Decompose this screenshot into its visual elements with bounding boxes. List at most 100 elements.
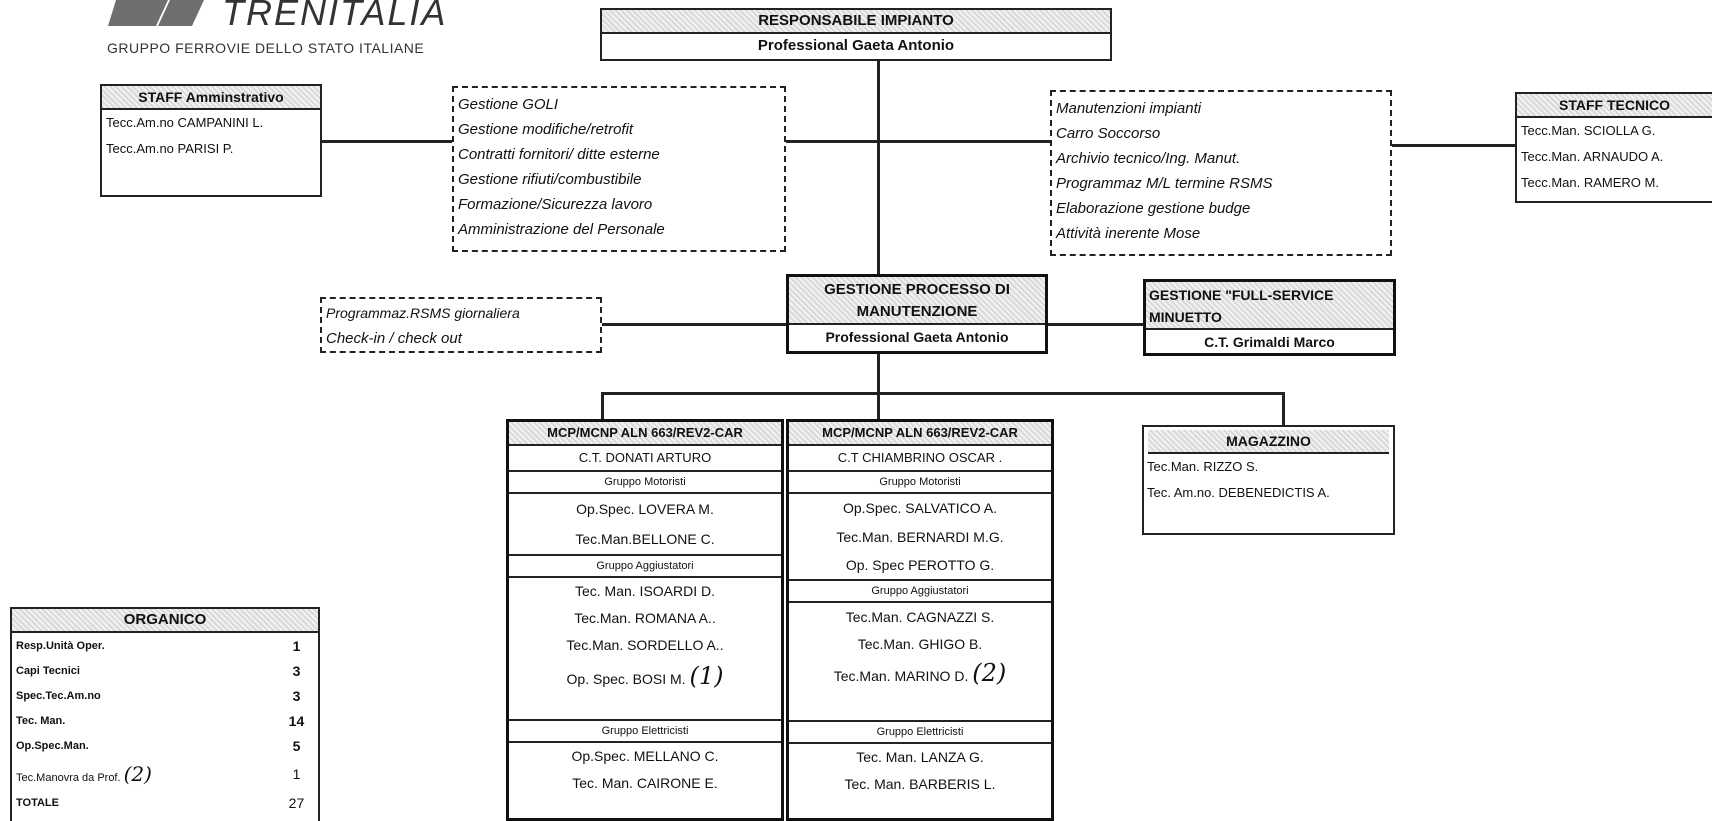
mcp1-title: MCP/MCNP ALN 663/REV2-CAR bbox=[509, 422, 781, 446]
mcp2-title: MCP/MCNP ALN 663/REV2-CAR bbox=[789, 422, 1051, 446]
mcp2-member: Op. Spec PEROTTO G. bbox=[845, 557, 995, 573]
organico-label: Op.Spec.Man. bbox=[16, 739, 89, 752]
connector-line bbox=[601, 392, 604, 419]
connector-line bbox=[877, 59, 880, 276]
connector-line bbox=[601, 323, 788, 326]
staff-tec-title: STAFF TECNICO bbox=[1517, 94, 1712, 118]
logo: TRENITALIA GRUPPO FERROVIE DELLO STATO I… bbox=[96, 0, 516, 60]
task-item: Programmaz.RSMS giornaliera bbox=[326, 305, 520, 321]
magazzino-box: MAGAZZINO Tec.Man. RIZZO S. Tec. Am.no. … bbox=[1142, 425, 1395, 535]
mcp2-member: Tec. Man. BARBERIS L. bbox=[844, 776, 996, 792]
responsabile-title: RESPONSABILE IMPIANTO bbox=[602, 10, 1110, 34]
connector-line bbox=[322, 140, 452, 143]
organico-row: Op.Spec.Man. 5 bbox=[12, 733, 318, 758]
task-item: Manutenzioni impianti bbox=[1056, 100, 1202, 117]
mcp2-member: Tec.Man. BERNARDI M.G. bbox=[836, 529, 1004, 545]
task-item: Attività inerente Mose bbox=[1056, 225, 1201, 242]
mcp2-member: Tec.Man. CAGNAZZI S. bbox=[845, 609, 995, 625]
magazzino-member: Tec. Am.no. DEBENEDICTIS A. bbox=[1147, 485, 1330, 500]
processo-title: GESTIONE PROCESSO DI MANUTENZIONE bbox=[789, 277, 1045, 325]
task-item: Gestione GOLI bbox=[458, 96, 559, 113]
connector-line bbox=[877, 392, 880, 419]
mcp-box-1: MCP/MCNP ALN 663/REV2-CAR C.T. DONATI AR… bbox=[506, 419, 784, 821]
mcp2-handwritten-note: (2) bbox=[972, 659, 1007, 687]
organico-label: TOTALE bbox=[16, 796, 59, 809]
organico-value: 14 bbox=[288, 712, 305, 729]
organico-row: TOTALE 27 bbox=[12, 790, 318, 815]
organico-value: 1 bbox=[292, 766, 301, 782]
staff-tec-member: Tecc.Man. SCIOLLA G. bbox=[1521, 123, 1656, 138]
organico-row: Tec.Manovra da Prof. (2) 1 bbox=[12, 758, 318, 790]
organico-handwritten-note: (2) bbox=[123, 762, 152, 786]
mcp2-group-label: Gruppo Motoristi bbox=[789, 470, 1051, 494]
mcp1-member: Tec. Man. ISOARDI D. bbox=[574, 583, 716, 599]
full-service-title-line2: MINUETTO bbox=[1149, 309, 1222, 325]
staff-amm-member: Tecc.Am.no PARISI P. bbox=[106, 141, 234, 156]
trenitalia-logo-icon bbox=[108, 0, 204, 26]
mcp2-member: Tec.Man. MARINO D. bbox=[833, 668, 969, 684]
staff-amministrativo-box: STAFF Amminstrativo Tecc.Am.no CAMPANINI… bbox=[100, 84, 322, 197]
organico-label: Resp.Unità Oper. bbox=[16, 639, 105, 652]
organico-row: Capi Tecnici 3 bbox=[12, 658, 318, 683]
gestione-processo-box: GESTIONE PROCESSO DI MANUTENZIONE Profes… bbox=[786, 274, 1048, 354]
organico-label: Tec. Man. bbox=[16, 714, 66, 727]
task-item: Elaborazione gestione budge bbox=[1056, 200, 1251, 217]
task-item: Check-in / check out bbox=[326, 330, 462, 347]
organico-label: Spec.Tec.Am.no bbox=[16, 689, 101, 702]
processo-title-line1: GESTIONE PROCESSO DI bbox=[824, 281, 1010, 298]
organico-label-with-note: Tec.Manovra da Prof. (2) bbox=[12, 758, 275, 790]
organico-title: ORGANICO bbox=[12, 609, 318, 633]
connector-line bbox=[877, 352, 880, 394]
organico-row: Resp.Unità Oper. 1 bbox=[12, 633, 318, 658]
staff-tec-member: Tecc.Man. ARNAUDO A. bbox=[1521, 149, 1664, 164]
mcp1-member: Op.Spec. MELLANO C. bbox=[571, 748, 719, 764]
mcp2-group-label: Gruppo Aggiustatori bbox=[789, 579, 1051, 603]
task-item: Amministrazione del Personale bbox=[458, 221, 665, 238]
staff-tec-member: Tecc.Man. RAMERO M. bbox=[1521, 175, 1659, 190]
organico-value: 3 bbox=[292, 687, 301, 704]
responsabile-name: Professional Gaeta Antonio bbox=[757, 37, 955, 54]
full-service-title-line1: GESTIONE "FULL-SERVICE bbox=[1149, 287, 1334, 303]
staff-amm-member: Tecc.Am.no CAMPANINI L. bbox=[106, 115, 264, 130]
task-item: Formazione/Sicurezza lavoro bbox=[458, 196, 653, 213]
mcp2-member: Tec.Man. GHIGO B. bbox=[857, 636, 983, 652]
connector-line bbox=[1282, 392, 1285, 425]
organico-value: 5 bbox=[292, 737, 301, 754]
mcp2-member: Tec. Man. LANZA G. bbox=[856, 749, 984, 765]
task-item: Carro Soccorso bbox=[1056, 125, 1161, 142]
task-item: Programmaz M/L termine RSMS bbox=[1056, 175, 1273, 192]
mcp2-member: Op.Spec. SALVATICO A. bbox=[842, 500, 998, 516]
right-task-list: Manutenzioni impianti Carro Soccorso Arc… bbox=[1050, 90, 1392, 256]
connector-line bbox=[601, 392, 1284, 395]
processo-title-line2: MANUTENZIONE bbox=[856, 303, 978, 320]
organico-label: Tec.Manovra da Prof. bbox=[16, 772, 121, 784]
task-item: Gestione rifiuti/combustibile bbox=[458, 171, 642, 188]
organico-table: Resp.Unità Oper. 1 Capi Tecnici 3 Spec.T… bbox=[12, 633, 318, 815]
organico-value: 3 bbox=[292, 662, 301, 679]
organico-row: Spec.Tec.Am.no 3 bbox=[12, 683, 318, 708]
connector-line bbox=[786, 140, 1050, 143]
mcp1-member-line: Op. Spec. BOSI M. (1) bbox=[509, 659, 781, 693]
organico-label: Capi Tecnici bbox=[16, 664, 80, 677]
mcp1-member: Op. Spec. BOSI M. bbox=[566, 671, 686, 687]
mcp1-member: Tec.Man. ROMANA A.. bbox=[574, 610, 716, 626]
task-item: Archivio tecnico/Ing. Manut. bbox=[1056, 150, 1241, 167]
full-service-name: C.T. Grimaldi Marco bbox=[1204, 334, 1335, 350]
staff-tecnico-box: STAFF TECNICO Tecc.Man. SCIOLLA G. Tecc.… bbox=[1515, 92, 1712, 203]
organico-row: Tec. Man. 14 bbox=[12, 708, 318, 733]
mcp1-handwritten-note: (1) bbox=[689, 662, 724, 690]
mcp1-head: C.T. DONATI ARTURO bbox=[578, 450, 712, 465]
responsabile-impianto-box: RESPONSABILE IMPIANTO Professional Gaeta… bbox=[600, 8, 1112, 61]
mcp1-group-label: Gruppo Motoristi bbox=[509, 470, 781, 494]
full-service-title: GESTIONE "FULL-SERVICE MINUETTO bbox=[1146, 282, 1393, 330]
mcp2-member-line: Tec.Man. MARINO D. (2) bbox=[789, 657, 1051, 689]
organico-value: 27 bbox=[288, 794, 305, 811]
mcp1-group-label: Gruppo Aggiustatori bbox=[509, 554, 781, 578]
organico-value: 1 bbox=[292, 637, 301, 654]
organico-box: ORGANICO Resp.Unità Oper. 1 Capi Tecnici… bbox=[10, 607, 320, 821]
task-item: Contratti fornitori/ ditte esterne bbox=[458, 146, 660, 163]
mcp2-group-label: Gruppo Elettricisti bbox=[789, 720, 1051, 744]
mcp1-group-label: Gruppo Elettricisti bbox=[509, 719, 781, 743]
logo-subtitle: GRUPPO FERROVIE DELLO STATO ITALIANE bbox=[107, 40, 425, 56]
mcp1-member: Tec. Man. CAIRONE E. bbox=[572, 775, 718, 791]
